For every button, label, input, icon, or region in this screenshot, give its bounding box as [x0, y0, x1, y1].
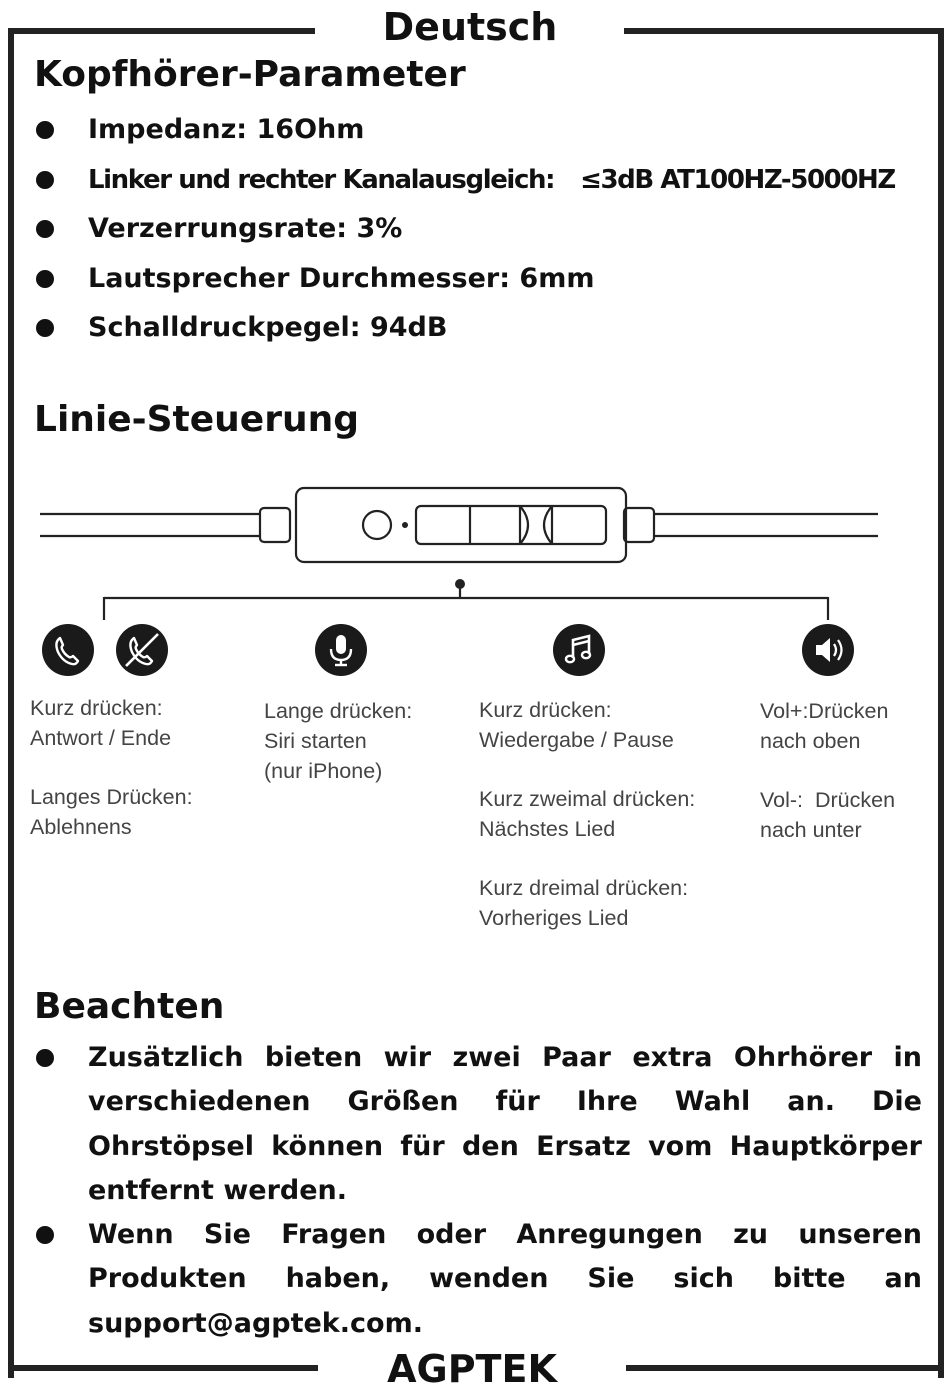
bullet-icon: [36, 319, 54, 337]
parameters-list: Impedanz: 16Ohm Linker und rechter Kanal…: [34, 110, 914, 358]
bullet-icon: [36, 1049, 54, 1067]
parameters-title: Kopfhörer-Parameter: [34, 54, 466, 95]
function-text: (nur iPhone): [264, 759, 383, 783]
function-text: Kurz drücken:: [30, 696, 163, 720]
function-block: Langes Drücken: Ablehnens: [30, 782, 193, 842]
parameter-label: Verzerrungsrate: 3%: [88, 213, 403, 244]
frame-bottom-right: [626, 1365, 944, 1371]
function-text: Vol-: Drücken: [760, 788, 896, 812]
function-block: Kurz drücken: Wiedergabe / Pause: [479, 695, 695, 755]
function-block: Kurz dreimal drücken: Vorheriges Lied: [479, 873, 695, 933]
note-item: Zusätzlich bieten wir zwei Paar extra Oh…: [34, 1036, 922, 1213]
line-control-title: Linie-Steuerung: [34, 399, 359, 440]
function-block: Kurz drücken: Antwort / Ende: [30, 693, 193, 753]
function-text: Siri starten: [264, 729, 367, 753]
parameter-item: Impedanz: 16Ohm: [34, 110, 914, 160]
parameter-label: Impedanz: 16Ohm: [88, 114, 365, 145]
function-text: Kurz zweimal drücken:: [479, 787, 696, 811]
bullet-icon: [36, 269, 54, 288]
speaker-volume-icon: [802, 624, 854, 676]
function-text: Kurz dreimal drücken:: [479, 876, 689, 900]
function-text: Kurz drücken:: [479, 698, 612, 722]
function-block: Vol-: Drücken nach unter: [760, 785, 895, 845]
language-header: Deutsch: [382, 5, 558, 49]
notes-list: Zusätzlich bieten wir zwei Paar extra Oh…: [34, 1036, 922, 1346]
function-column-music: Kurz drücken: Wiedergabe / Pause Kurz zw…: [479, 695, 695, 962]
function-text: Ablehnens: [30, 815, 132, 839]
function-block: Kurz zweimal drücken: Nächstes Lied: [479, 784, 695, 844]
bullet-icon: [36, 220, 54, 238]
function-block: Vol+:Drücken nach oben: [760, 696, 895, 756]
parameter-item: Lautsprecher Durchmesser: 6mm: [34, 259, 914, 309]
frame-top-left: [8, 28, 315, 34]
parameter-label: Linker und rechter Kanalausgleich:: [88, 164, 555, 195]
bullet-icon: [36, 1226, 54, 1245]
note-text: Wenn Sie Fragen oder Anregungen zu unser…: [88, 1219, 922, 1339]
parameter-item: Verzerrungsrate: 3%: [34, 209, 914, 259]
notes-title: Beachten: [34, 986, 225, 1027]
parameter-label: Schalldruckpegel: 94dB: [88, 312, 448, 343]
frame-bottom-left: [8, 1365, 318, 1371]
function-text: Lange drücken:: [264, 699, 413, 723]
frame-top-right: [624, 28, 944, 34]
remote-control-diagram: [40, 486, 878, 620]
microphone-icon: [315, 624, 367, 676]
frame-right: [938, 28, 944, 1378]
function-text: Vol+:Drücken: [760, 699, 889, 723]
frame-left: [8, 28, 14, 1378]
function-column-call: Kurz drücken: Antwort / Ende Langes Drüc…: [30, 693, 193, 871]
bullet-icon: [36, 170, 54, 189]
function-text: nach unter: [760, 818, 862, 842]
function-block: Lange drücken: Siri starten (nur iPhone): [264, 696, 412, 786]
phone-icon: [42, 624, 94, 676]
function-text: Wiedergabe / Pause: [479, 728, 674, 752]
music-note-icon: [553, 624, 605, 676]
parameter-label: Lautsprecher Durchmesser: 6mm: [88, 262, 595, 294]
bullet-icon: [36, 121, 54, 139]
function-text: Langes Drücken:: [30, 785, 193, 809]
parameter-item: Linker und rechter Kanalausgleich: ≤3dB A…: [34, 160, 914, 210]
function-text: Antwort / Ende: [30, 726, 172, 750]
function-text: Nächstes Lied: [479, 817, 616, 841]
phone-decline-icon: [116, 624, 168, 676]
function-column-volume: Vol+:Drücken nach oben Vol-: Drücken nac…: [760, 696, 895, 874]
brand-footer: AGPTEK: [387, 1347, 557, 1391]
function-text: nach oben: [760, 729, 861, 753]
function-column-siri: Lange drücken: Siri starten (nur iPhone): [264, 696, 412, 815]
note-item: Wenn Sie Fragen oder Anregungen zu unser…: [34, 1213, 922, 1346]
parameter-value: ≤3dB AT100HZ-5000HZ: [580, 164, 896, 195]
parameter-item: Schalldruckpegel: 94dB: [34, 308, 914, 358]
function-text: Vorheriges Lied: [479, 906, 629, 930]
note-text: Zusätzlich bieten wir zwei Paar extra Oh…: [88, 1042, 922, 1206]
